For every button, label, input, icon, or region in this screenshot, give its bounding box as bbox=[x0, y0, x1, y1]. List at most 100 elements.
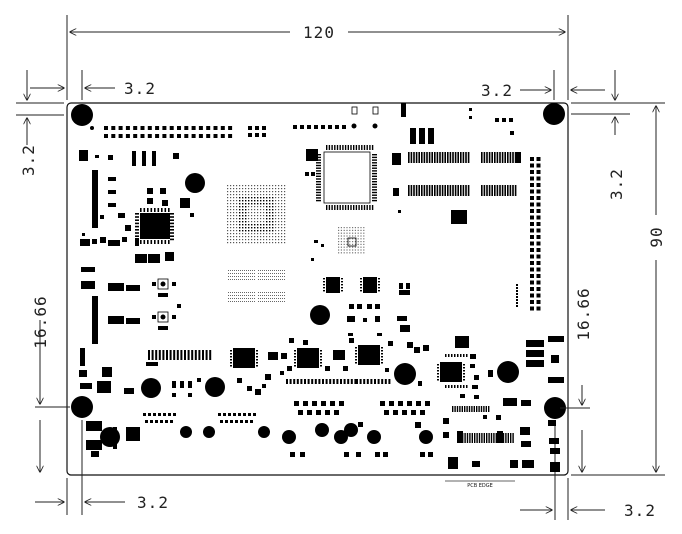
pin bbox=[289, 379, 292, 384]
pin bbox=[481, 433, 483, 443]
connector-pin bbox=[410, 185, 413, 196]
pad bbox=[420, 452, 425, 457]
qfp-pin bbox=[328, 205, 331, 210]
pin bbox=[314, 379, 317, 384]
qfp-pin bbox=[353, 205, 355, 210]
soic-pin bbox=[180, 350, 183, 360]
soic-pin bbox=[202, 350, 204, 360]
pin bbox=[256, 356, 258, 358]
pin bbox=[158, 413, 161, 416]
connector-pin bbox=[418, 152, 420, 163]
connector-pin bbox=[418, 185, 420, 196]
qfn-pin bbox=[168, 208, 170, 212]
soic-pin bbox=[155, 350, 158, 360]
pin bbox=[464, 433, 466, 443]
dimension-top-left-offset-label: 3.2 bbox=[124, 79, 156, 98]
dimension-left-top-offset: 3.2 bbox=[16, 70, 64, 176]
header-pin bbox=[147, 134, 152, 138]
connector-pin bbox=[457, 152, 459, 163]
pin bbox=[300, 379, 303, 384]
pin bbox=[488, 433, 490, 443]
pin bbox=[384, 379, 387, 384]
mounting-hole-bottom-left bbox=[71, 396, 93, 418]
pad bbox=[469, 116, 472, 119]
header-pin bbox=[155, 134, 160, 138]
component bbox=[148, 254, 160, 263]
pin bbox=[463, 367, 465, 369]
connector-pin bbox=[507, 152, 509, 163]
header-pin bbox=[536, 306, 541, 311]
qfn-pin bbox=[170, 229, 174, 231]
header-pin bbox=[133, 126, 138, 130]
connector-pin bbox=[428, 152, 431, 163]
connector-pin bbox=[413, 152, 415, 163]
header-pin bbox=[530, 189, 534, 194]
pin bbox=[304, 379, 306, 384]
header-pin bbox=[530, 202, 534, 207]
pad bbox=[122, 237, 127, 242]
pad bbox=[125, 225, 131, 231]
pad bbox=[307, 410, 312, 415]
pin bbox=[294, 356, 296, 358]
qfn-pin bbox=[170, 235, 174, 237]
qfp-pin bbox=[316, 181, 321, 183]
pad bbox=[95, 155, 99, 158]
connector-pin bbox=[509, 152, 512, 163]
header-pin bbox=[248, 133, 252, 137]
pin bbox=[341, 278, 343, 280]
component bbox=[401, 103, 406, 117]
pad bbox=[420, 410, 425, 415]
component bbox=[428, 128, 434, 144]
pin bbox=[155, 420, 158, 423]
connector-pin bbox=[421, 185, 423, 196]
qfp-pin bbox=[316, 154, 321, 156]
qfp-pin bbox=[361, 205, 363, 210]
header-pin bbox=[248, 126, 252, 130]
pad bbox=[334, 410, 339, 415]
qfn-pin bbox=[150, 240, 153, 244]
via bbox=[282, 430, 296, 444]
pin bbox=[466, 406, 468, 412]
pin bbox=[363, 379, 366, 384]
header-pin bbox=[530, 261, 534, 265]
header-pin bbox=[111, 126, 116, 130]
qfn-pin bbox=[143, 240, 146, 244]
component bbox=[152, 151, 156, 166]
pad bbox=[516, 293, 518, 295]
pin bbox=[471, 406, 473, 412]
pad bbox=[147, 198, 153, 204]
connector-pin bbox=[423, 152, 426, 163]
pin bbox=[360, 278, 362, 280]
pin bbox=[505, 433, 507, 443]
pad bbox=[305, 172, 309, 176]
pad bbox=[281, 353, 287, 359]
pin bbox=[250, 420, 253, 423]
chip-outline bbox=[347, 237, 357, 247]
header-pin bbox=[530, 222, 534, 226]
pad bbox=[197, 378, 201, 382]
pad bbox=[312, 401, 317, 406]
header-pin bbox=[530, 254, 534, 259]
qfp-pin bbox=[316, 194, 321, 196]
pin bbox=[150, 420, 153, 423]
pin bbox=[323, 278, 325, 280]
header-pin bbox=[155, 126, 160, 130]
header-pin bbox=[530, 196, 534, 200]
pad bbox=[152, 315, 156, 319]
qfn-pin bbox=[170, 232, 174, 234]
header-pin bbox=[536, 189, 541, 194]
pin bbox=[360, 284, 362, 286]
pin bbox=[466, 354, 468, 357]
qfp-pin bbox=[372, 194, 377, 196]
pad bbox=[91, 451, 99, 457]
pin bbox=[323, 287, 325, 289]
pad bbox=[158, 326, 168, 330]
component bbox=[132, 151, 136, 166]
pin bbox=[355, 353, 357, 355]
pin bbox=[451, 354, 453, 357]
connector-pin bbox=[436, 185, 439, 196]
pin bbox=[493, 433, 495, 443]
qfn-pin bbox=[161, 208, 163, 212]
header-pin bbox=[198, 134, 203, 138]
connector-pin bbox=[439, 185, 441, 196]
